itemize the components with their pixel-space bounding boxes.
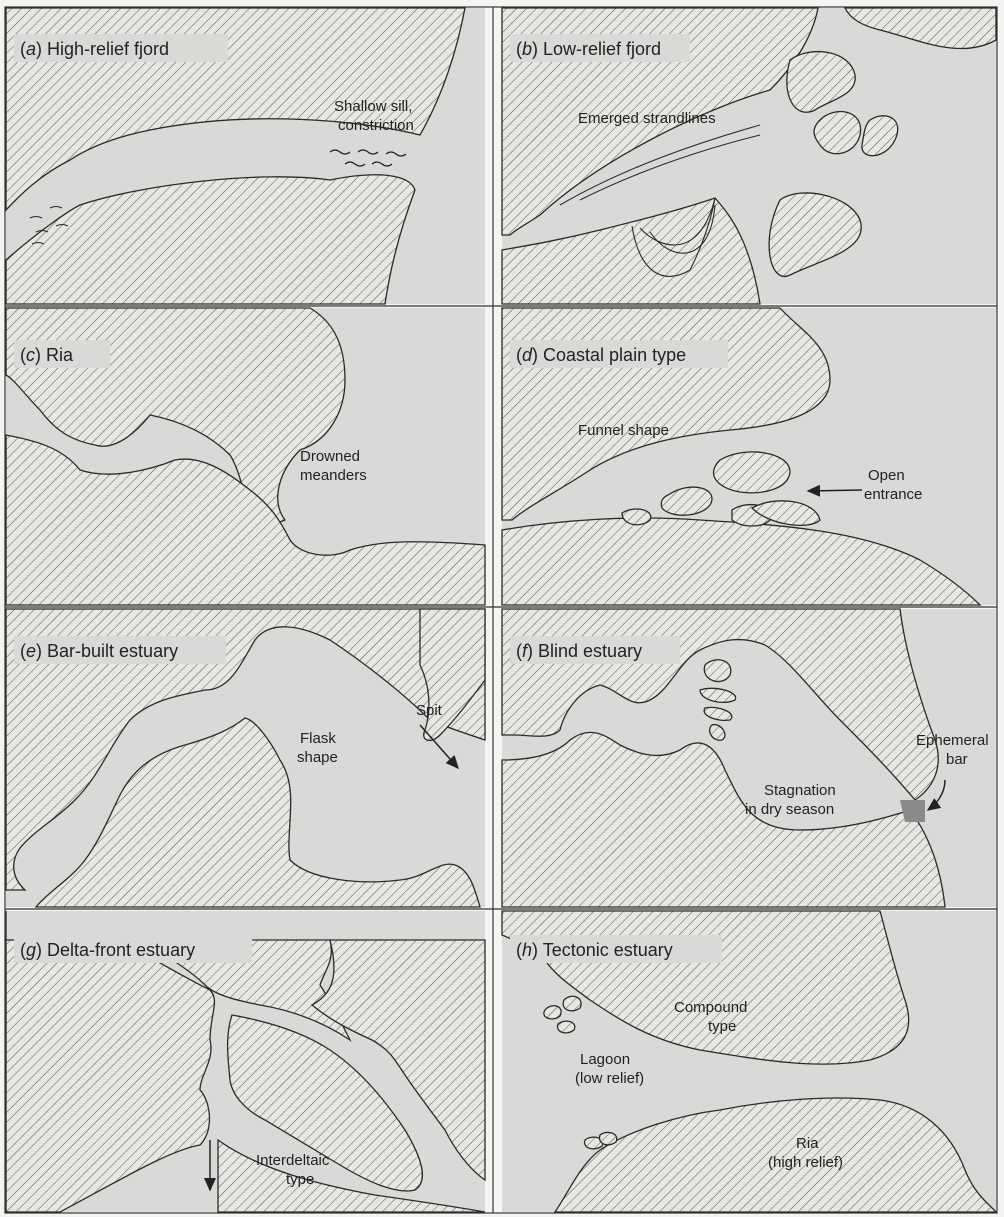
panel-h-label-6: (high relief): [768, 1154, 843, 1171]
panel-g-label-1: Interdeltaic: [256, 1152, 330, 1169]
panel-a: (a) High-relief fjord Shallow sill, cons…: [6, 8, 485, 304]
panel-f-label-1: Stagnation: [764, 782, 836, 799]
panel-e-label-2: shape: [297, 749, 338, 766]
panel-e-title: (e) Bar-built estuary: [20, 641, 178, 661]
panel-d-label-2: Open: [868, 467, 905, 484]
panel-e: (e) Bar-built estuary Flask shape Spit: [6, 609, 485, 907]
panel-g-label-2: type: [286, 1171, 314, 1188]
panel-h-island-5: [599, 1132, 616, 1145]
panel-d-arrow: [808, 490, 862, 491]
panel-a-label-2: constriction: [338, 117, 414, 134]
panel-f: (f) Blind estuary Stagnation in dry seas…: [502, 609, 996, 907]
panel-f-label-3: Ephemeral: [916, 732, 989, 749]
panel-a-label-1: Shallow sill,: [334, 98, 412, 115]
panel-h-title: (h) Tectonic estuary: [516, 940, 673, 960]
panel-d-island-5: [622, 509, 651, 525]
panel-f-label-4: bar: [946, 751, 968, 768]
panel-e-label-3: Spit: [416, 702, 443, 719]
panel-f-title: (f) Blind estuary: [516, 641, 642, 661]
panel-f-island-1: [704, 660, 731, 682]
panel-h-label-5: Ria: [796, 1135, 819, 1152]
panel-g: (g) Delta-front estuary Interdeltaic typ…: [6, 911, 485, 1212]
panel-h-label-2: type: [708, 1018, 736, 1035]
panel-b-label-1: Emerged strandlines: [578, 110, 716, 127]
panel-c-title: (c) Ria: [20, 345, 74, 365]
panel-d-title: (d) Coastal plain type: [516, 345, 686, 365]
panel-h: (h) Tectonic estuary Compound type Lagoo…: [502, 911, 996, 1212]
panel-b-title: (b) Low-relief fjord: [516, 39, 661, 59]
panel-e-label-1: Flask: [300, 730, 336, 747]
panel-c: (c) Ria Drowned meanders: [6, 308, 485, 605]
panel-d-label-1: Funnel shape: [578, 422, 669, 439]
panel-g-title: (g) Delta-front estuary: [20, 940, 195, 960]
panel-d-island-1: [714, 452, 790, 493]
panel-h-label-1: Compound: [674, 999, 747, 1016]
panel-h-label-4: (low relief): [575, 1070, 644, 1087]
panel-c-label-2: meanders: [300, 467, 367, 484]
panel-b: (b) Low-relief fjord Emerged strandlines: [502, 8, 996, 304]
panel-f-label-2: in dry season: [745, 801, 834, 818]
panel-h-island-2: [563, 996, 581, 1011]
panel-d: (d) Coastal plain type Funnel shape Open…: [502, 308, 996, 605]
panel-a-title: (a) High-relief fjord: [20, 39, 169, 59]
panel-d-label-3: entrance: [864, 486, 922, 503]
panel-c-label-1: Drowned: [300, 448, 360, 465]
panel-h-label-3: Lagoon: [580, 1051, 630, 1068]
panel-h-island-3: [557, 1021, 574, 1033]
